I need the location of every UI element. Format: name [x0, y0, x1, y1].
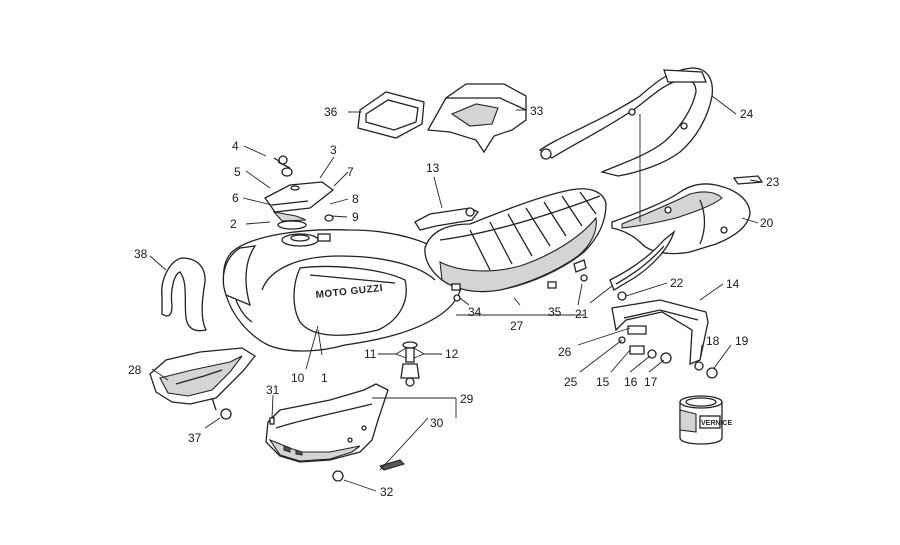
part-label-7: 7	[347, 165, 354, 179]
part-label-2: 2	[230, 217, 237, 231]
seat-strap	[414, 207, 479, 231]
side-cover-lower	[265, 383, 405, 482]
tail-fairing	[611, 175, 764, 255]
part-label-5: 5	[234, 165, 241, 179]
rear-light-housing	[426, 83, 527, 154]
part-label-3: 3	[330, 143, 337, 157]
inner-fender	[609, 230, 676, 291]
filler-cap-assembly	[264, 155, 335, 230]
part-label-36: 36	[324, 105, 338, 119]
part-label-8: 8	[352, 192, 359, 206]
part-label-1: 1	[321, 371, 328, 385]
part-label-26: 26	[558, 345, 572, 359]
part-label-31: 31	[266, 383, 280, 397]
part-label-4: 4	[232, 139, 239, 153]
knee-pad	[161, 257, 207, 332]
part-label-33: 33	[530, 104, 544, 118]
side-panel-left	[149, 347, 256, 420]
part-label-28: 28	[128, 363, 142, 377]
part-label-38: 38	[134, 247, 148, 261]
part-label-21: 21	[575, 307, 589, 321]
part-label-23: 23	[766, 175, 780, 189]
part-label-25: 25	[564, 375, 578, 389]
part-label-37: 37	[188, 431, 202, 445]
mounting-bracket	[611, 291, 718, 379]
part-label-16: 16	[624, 375, 638, 389]
part-label-12: 12	[445, 347, 459, 361]
part-number-labels: 1 2 3 4 5 6 7 8 9 10 11 12 13 14 15 16 1…	[128, 104, 780, 499]
part-label-32: 32	[380, 485, 394, 499]
fuel-petcock	[400, 341, 420, 387]
part-label-24: 24	[740, 107, 754, 121]
part-label-13: 13	[426, 161, 440, 175]
part-label-10: 10	[291, 371, 305, 385]
leader-lines	[149, 95, 763, 492]
part-label-9: 9	[352, 210, 359, 224]
part-label-27: 27	[510, 319, 524, 333]
paint-can-label: VERNICE	[701, 420, 732, 427]
part-label-6: 6	[232, 191, 239, 205]
part-label-11: 11	[364, 347, 377, 361]
part-label-15: 15	[596, 375, 610, 389]
seat	[424, 188, 607, 302]
part-label-19: 19	[735, 334, 749, 348]
part-label-17: 17	[644, 375, 658, 389]
part-label-14: 14	[726, 277, 740, 291]
part-label-20: 20	[760, 216, 774, 230]
paint-can	[679, 395, 723, 445]
plate-holder	[357, 91, 425, 139]
fuel-tank	[222, 229, 463, 352]
part-label-29: 29	[460, 392, 474, 406]
part-label-18: 18	[706, 334, 720, 348]
part-label-22: 22	[670, 276, 684, 290]
part-label-35: 35	[548, 305, 562, 319]
part-label-30: 30	[430, 416, 444, 430]
part-label-34: 34	[468, 305, 482, 319]
grab-rail	[538, 67, 714, 177]
